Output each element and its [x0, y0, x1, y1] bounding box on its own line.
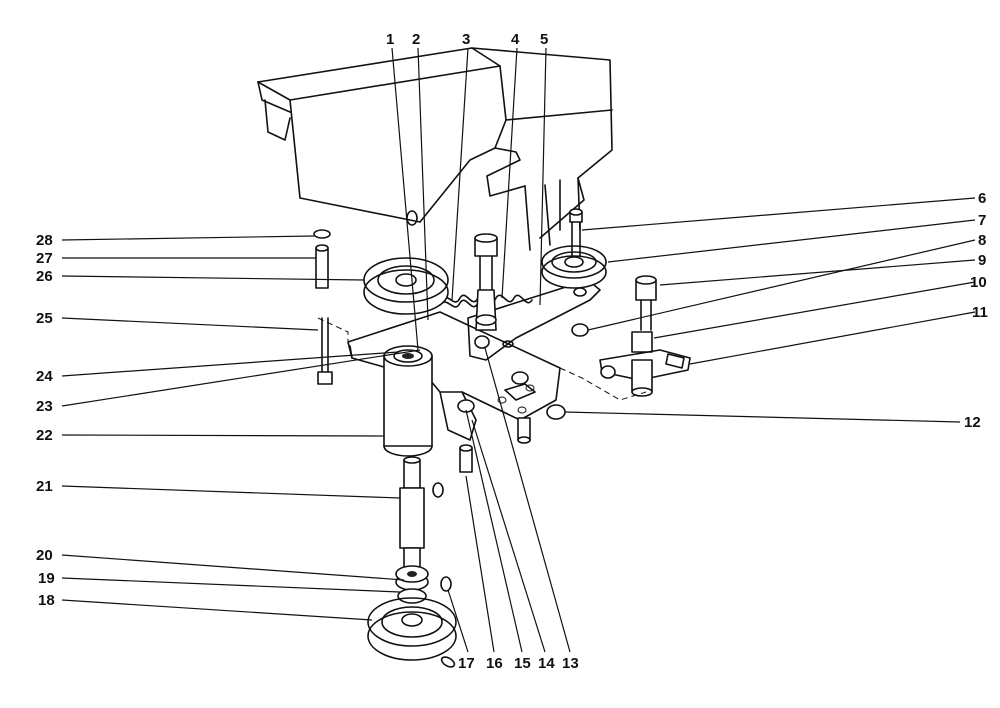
callout-12: 12 [964, 414, 981, 431]
callout-26: 26 [36, 268, 53, 285]
leader-lines [61, 47, 976, 653]
callout-13: 13 [562, 655, 579, 672]
callout-1: 1 [386, 31, 394, 48]
callout-3: 3 [462, 31, 470, 48]
stud-arm [599, 331, 691, 397]
drive-pulley [367, 576, 457, 668]
callout-15: 15 [514, 655, 531, 672]
callout-8: 8 [978, 232, 986, 249]
alignment-guide-left [317, 317, 349, 342]
callout-11: 11 [972, 304, 988, 321]
lower-bearings [395, 565, 429, 604]
callout-23: 23 [36, 398, 53, 415]
callout-labels: 1 2 3 4 5 6 7 8 9 10 11 12 13 14 15 16 1… [36, 31, 988, 672]
callout-7: 7 [978, 212, 986, 229]
callout-22: 22 [36, 427, 53, 444]
bearing-housing [383, 345, 433, 457]
callout-9: 9 [978, 252, 986, 269]
callout-17: 17 [458, 655, 475, 672]
bolt-right [571, 275, 657, 337]
callout-20: 20 [36, 547, 53, 564]
spindle-shaft [399, 456, 444, 569]
callout-18: 18 [38, 592, 55, 609]
callout-19: 19 [38, 570, 55, 587]
callout-21: 21 [36, 478, 53, 495]
callout-27: 27 [36, 250, 53, 267]
callout-4: 4 [511, 31, 520, 48]
callout-24: 24 [36, 368, 53, 385]
long-bolt [317, 317, 333, 385]
callout-10: 10 [970, 274, 987, 291]
callout-28: 28 [36, 232, 53, 249]
housing-frame [257, 47, 613, 251]
callout-25: 25 [36, 310, 53, 327]
callout-16: 16 [486, 655, 503, 672]
idler-pulley-right [541, 208, 607, 289]
spacer-bolt-center [474, 233, 498, 349]
spacer-left [313, 229, 331, 289]
idler-pulley-left [363, 257, 449, 315]
fasteners-under-plate [457, 371, 566, 473]
callout-6: 6 [978, 190, 986, 207]
callout-5: 5 [540, 31, 548, 48]
callout-14: 14 [538, 655, 555, 672]
alignment-guide-right [559, 367, 647, 401]
callout-2: 2 [412, 31, 420, 48]
